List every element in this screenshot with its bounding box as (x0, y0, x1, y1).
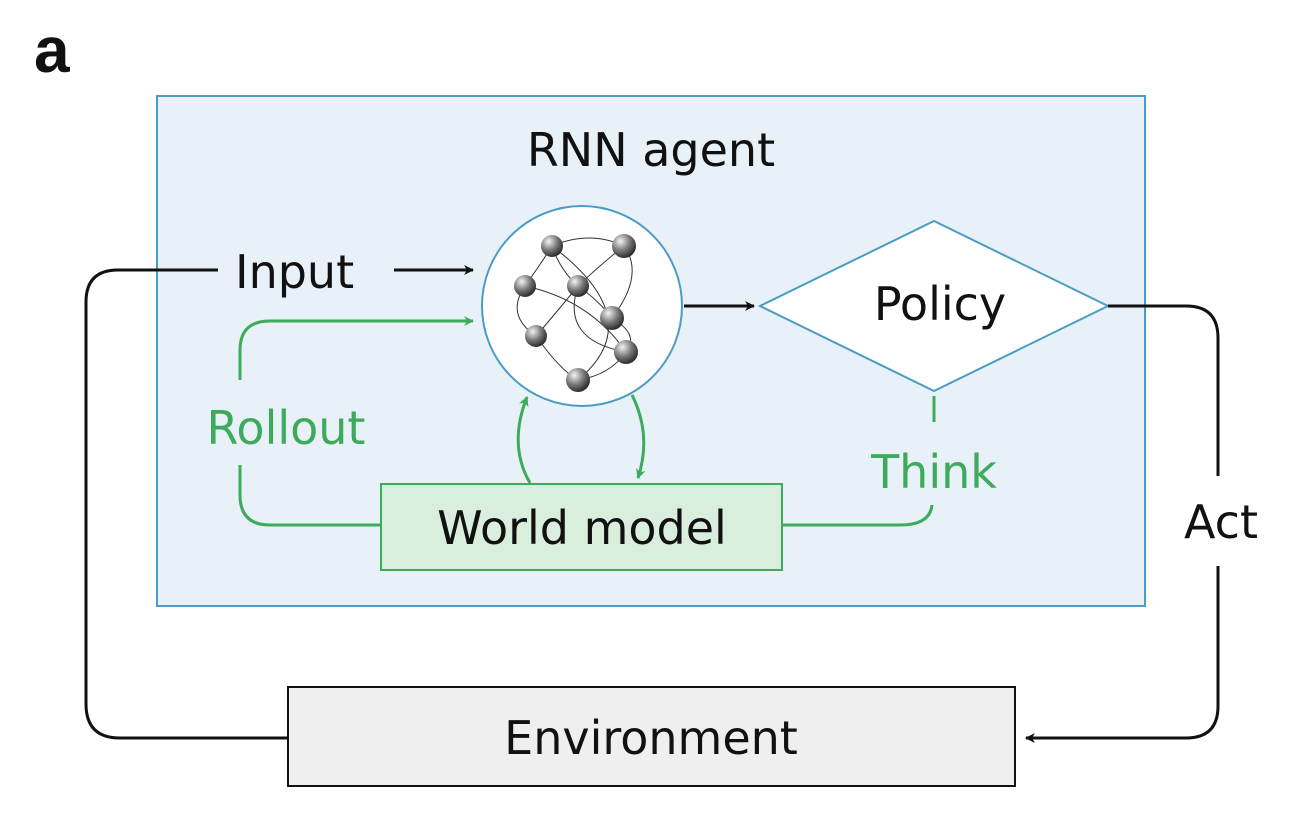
policy-label: Policy (874, 277, 1006, 331)
network-to-world-model-arrow (630, 394, 646, 479)
world-model-label: World model (437, 501, 727, 555)
rollout-lower-line (238, 465, 380, 527)
think-line (782, 504, 934, 527)
policy-to-act-line (1108, 304, 1220, 476)
think-label: Think (870, 445, 997, 499)
rnn-network (481, 205, 683, 407)
act-to-environment-arrow (1025, 566, 1220, 743)
environment-label: Environment (504, 711, 798, 765)
environment-to-input-line (84, 268, 288, 740)
world-model-to-network-arrow (516, 396, 532, 484)
environment-box (287, 686, 1016, 787)
input-label: Input (235, 245, 354, 299)
network-neurons (514, 234, 638, 392)
world-model-box (380, 483, 783, 571)
rollout-upper-arrow (238, 316, 474, 380)
act-label: Act (1184, 495, 1258, 549)
panel-label: a (34, 14, 70, 86)
rollout-label: Rollout (207, 401, 366, 455)
agent-title: RNN agent (527, 123, 775, 177)
